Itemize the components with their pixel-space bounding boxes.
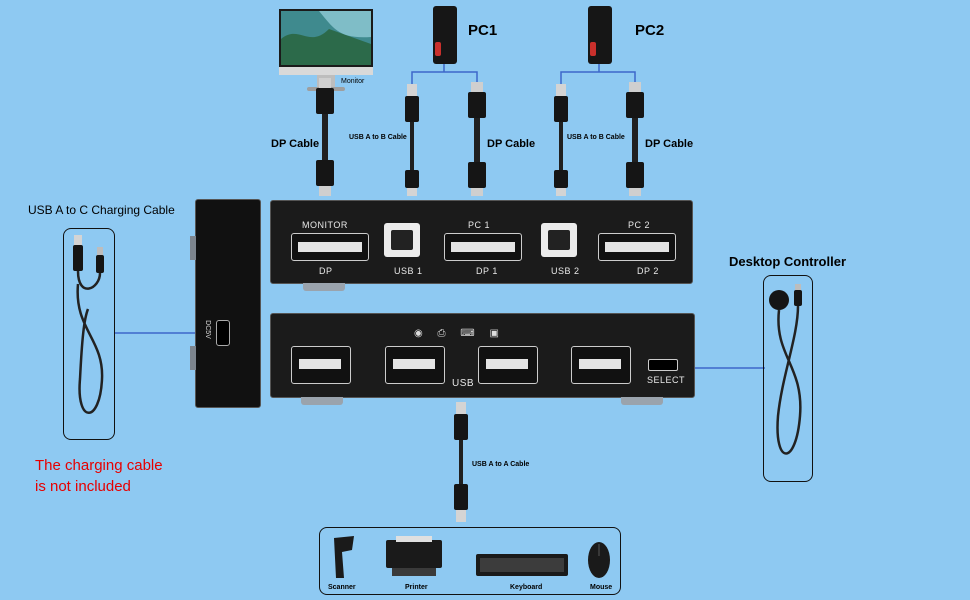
dp-cable-pc1: [468, 82, 486, 196]
charging-note-line1: The charging cable: [35, 457, 163, 474]
back-dp2-label: DP 2: [637, 266, 659, 276]
usb-ab-cable-pc2-label: USB A to B Cable: [567, 134, 625, 141]
back-usb1-label: USB 1: [394, 266, 423, 276]
charging-cable-title: USB A to C Charging Cable: [28, 203, 175, 217]
monitor-label: Monitor: [341, 78, 365, 85]
back-dp-label: DP: [319, 266, 333, 276]
dp-cable-pc2-label: DP Cable: [645, 138, 694, 150]
pc2-branch-line: [560, 71, 636, 90]
front-select-label: SELECT: [647, 375, 686, 385]
back-pc1-label: PC 1: [468, 220, 491, 230]
usb-aa-cable-label: USB A to A Cable: [472, 461, 530, 468]
back-pc2-label: PC 2: [628, 220, 651, 230]
keyboard-icon: [476, 554, 568, 576]
peripheral-icons-row: ◉ ⎙ ⌨ ▣: [414, 328, 505, 339]
select-port[interactable]: [648, 359, 678, 371]
usb-b-port-1[interactable]: [384, 223, 420, 257]
pc2-label: PC2: [635, 22, 665, 39]
dp-cable-monitor: [316, 78, 334, 196]
back-monitor-label: MONITOR: [302, 220, 348, 230]
dp-cable-pc2: [626, 82, 644, 196]
charging-note-line2: is not included: [35, 478, 131, 495]
front-usb-label: USB: [452, 378, 475, 389]
dp-port-1[interactable]: [444, 233, 522, 261]
peripherals-box: Scanner Printer Keyboard Mouse: [319, 527, 621, 595]
pc1-tower: [433, 6, 457, 64]
usb-a-port-2[interactable]: [385, 346, 445, 384]
charging-cable-box: [63, 228, 115, 440]
usb-aa-cable: [454, 402, 468, 522]
desktop-controller-title: Desktop Controller: [729, 254, 847, 269]
back-dp1-label: DP 1: [476, 266, 498, 276]
pc2-tower: [588, 6, 612, 64]
kvm-side-panel: DC5V: [190, 199, 261, 408]
desktop-controller-box: [763, 275, 813, 482]
usb-ab-cable-pc1: [405, 84, 419, 196]
mouse-label: Mouse: [590, 584, 613, 591]
dp-port-monitor[interactable]: [291, 233, 369, 261]
usb-ab-cable-pc1-label: USB A to B Cable: [349, 134, 407, 141]
printer-icon: [386, 536, 442, 576]
kvm-front-panel: ◉ ⎙ ⌨ ▣ USB SELECT: [270, 313, 695, 405]
mouse-icon: [588, 542, 610, 578]
usb-a-port-4[interactable]: [571, 346, 631, 384]
scanner-icon: [334, 536, 354, 578]
kvm-back-panel: MONITOR DP USB 1 PC 1 DP 1 USB 2 PC 2 DP…: [270, 200, 693, 291]
dc5v-port: [216, 320, 230, 346]
dc5v-label: DC5V: [203, 320, 211, 339]
usb-b-port-2[interactable]: [541, 223, 577, 257]
back-usb2-label: USB 2: [551, 266, 580, 276]
dp-cable-monitor-label: DP Cable: [271, 138, 320, 150]
pc1-label: PC1: [468, 22, 498, 39]
scanner-label: Scanner: [328, 584, 356, 591]
dp-port-2[interactable]: [598, 233, 676, 261]
monitor-image: [279, 9, 373, 93]
printer-label: Printer: [405, 584, 428, 591]
usb-a-port-1[interactable]: [291, 346, 351, 384]
usb-a-port-3[interactable]: [478, 346, 538, 384]
keyboard-label: Keyboard: [510, 584, 543, 591]
dp-cable-pc1-label: DP Cable: [487, 138, 536, 150]
usb-ab-cable-pc2: [554, 84, 568, 196]
